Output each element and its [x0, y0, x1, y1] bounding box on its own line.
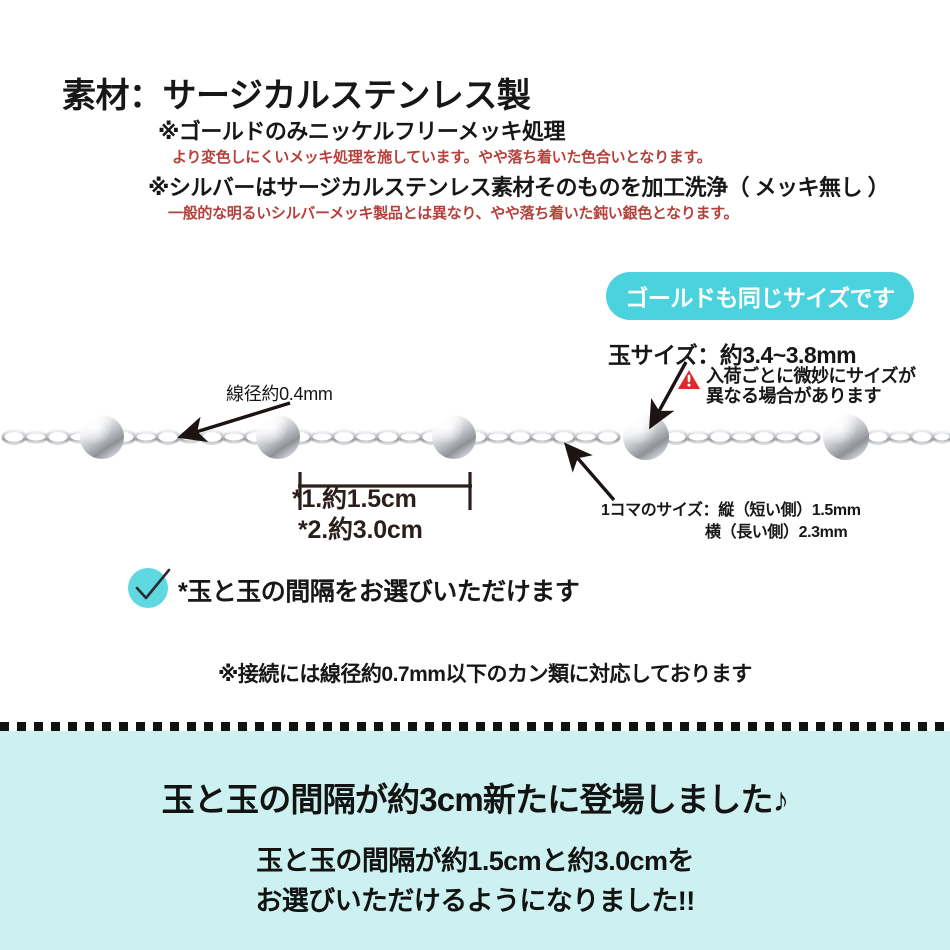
gap-option-2: *2.約3.0cm — [298, 516, 423, 544]
silver-material-note: ※シルバーはサージカルステンレス素材そのものを加工洗浄（ メッキ無し ） — [148, 175, 890, 200]
gold-same-size-badge: ゴールドも同じサイズです — [606, 272, 914, 320]
choose-gap-label: *玉と玉の間隔をお選びいただけます — [178, 577, 580, 606]
gold-plating-detail: より変色しにくいメッキ処理を施しています。やや落ち着いた色合いとなります。 — [172, 149, 712, 166]
link-size-line-1: 1コマのサイズ：縦（短い側）1.5mm — [601, 502, 861, 519]
promo-banner: 玉と玉の間隔が約3cm新たに登場しました♪ 玉と玉の間隔が約1.5cmと約3.0… — [0, 731, 950, 950]
gold-plating-note: ※ゴールドのみニッケルフリーメッキ処理 — [158, 119, 566, 144]
koma-size-arrow — [563, 442, 616, 502]
wire-diameter-label: 線径約0.4mm — [226, 384, 333, 404]
promo-line-3: お選びいただけるようになりました!! — [255, 886, 695, 916]
choose-gap-row: *玉と玉の間隔をお選びいただけます — [124, 562, 580, 617]
gap-options-label: *1.約1.5cm *2.約3.0cm — [292, 484, 423, 546]
warning-triangle-icon — [676, 367, 702, 396]
warning-line-2: 異なる場合があります — [706, 386, 882, 407]
page-title: 素材：サージカルステンレス製 — [62, 77, 531, 115]
silver-material-detail: 一般的な明るいシルバーメッキ製品とは異なり、やや落ち着いた鈍い銀色となります。 — [168, 205, 739, 222]
link-size-label: 1コマのサイズ：縦（短い側）1.5mm 横（長い側）2.3mm — [601, 500, 861, 543]
connection-note: ※接続には線径約0.7mm以下のカン類に対応しております — [218, 663, 752, 686]
ball-size-label: 玉サイズ：約3.4~3.8mm — [608, 342, 857, 368]
promo-line-2: 玉と玉の間隔が約1.5cmと約3.0cmを — [256, 846, 694, 876]
check-circle-icon — [124, 562, 174, 617]
size-variation-warning: 入荷ごとに微妙にサイズが 異なる場合があります — [676, 366, 926, 406]
section-divider — [0, 722, 950, 731]
gold-same-size-badge-label: ゴールドも同じサイズです — [625, 285, 895, 311]
gap-option-1: *1.約1.5cm — [292, 485, 417, 513]
link-size-line-2: 横（長い側）2.3mm — [705, 523, 848, 541]
wire-diameter-arrow — [177, 401, 291, 443]
warning-line-1: 入荷ごとに微妙にサイズが — [706, 366, 916, 386]
promo-headline: 玉と玉の間隔が約3cm新たに登場しました♪ — [161, 781, 790, 818]
